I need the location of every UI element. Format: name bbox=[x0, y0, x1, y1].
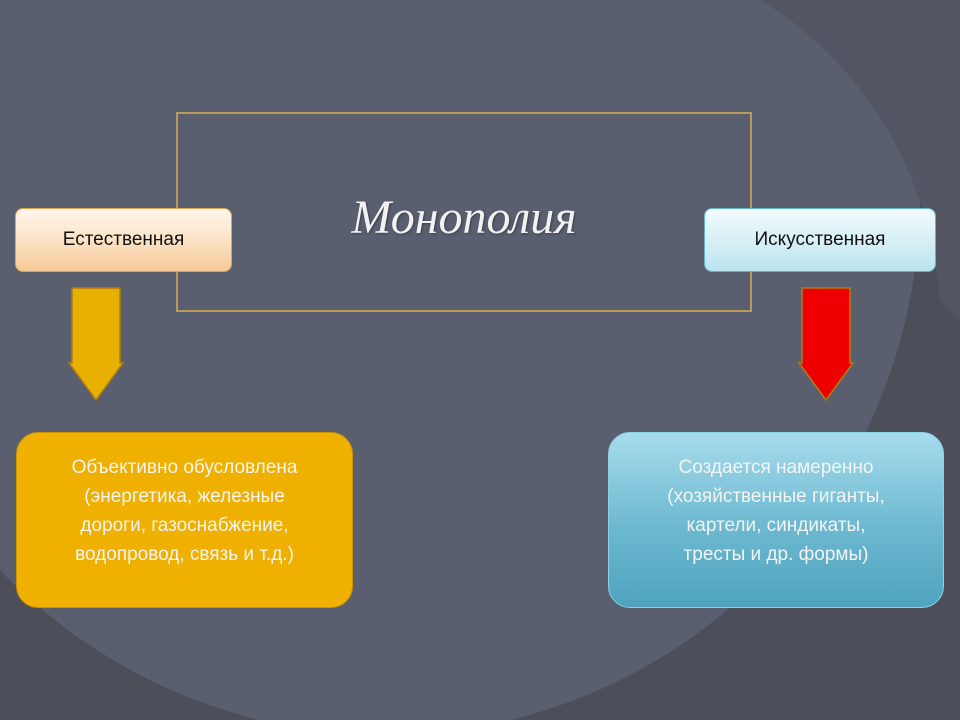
description-line: (хозяйственные гиганты, bbox=[667, 486, 885, 507]
artificial-monopoly-description: Создается намеренно (хозяйственные гиган… bbox=[608, 432, 944, 608]
natural-monopoly-description: Объективно обусловлена (энергетика, желе… bbox=[16, 432, 353, 608]
description-line: Объективно обусловлена bbox=[71, 457, 298, 478]
natural-monopoly-label-text: Естественная bbox=[62, 229, 185, 250]
page-title: Монополия bbox=[351, 191, 577, 244]
artificial-monopoly-label-text: Искусственная bbox=[754, 229, 886, 250]
description-line: тресты и др. формы) bbox=[683, 544, 869, 565]
description-line: водопровод, связь и т.д.) bbox=[75, 544, 294, 565]
description-line: (энергетика, железные bbox=[84, 486, 285, 507]
description-line: картели, синдикаты, bbox=[686, 515, 866, 536]
artificial-monopoly-label: Искусственная bbox=[704, 208, 936, 272]
artificial-down-arrow-icon bbox=[798, 287, 854, 402]
description-line: Создается намеренно bbox=[678, 457, 874, 478]
background-corner bbox=[760, 0, 960, 320]
natural-monopoly-label: Естественная bbox=[15, 208, 232, 272]
natural-down-arrow-icon bbox=[68, 287, 124, 402]
description-line: дороги, газоснабжение, bbox=[80, 515, 289, 536]
